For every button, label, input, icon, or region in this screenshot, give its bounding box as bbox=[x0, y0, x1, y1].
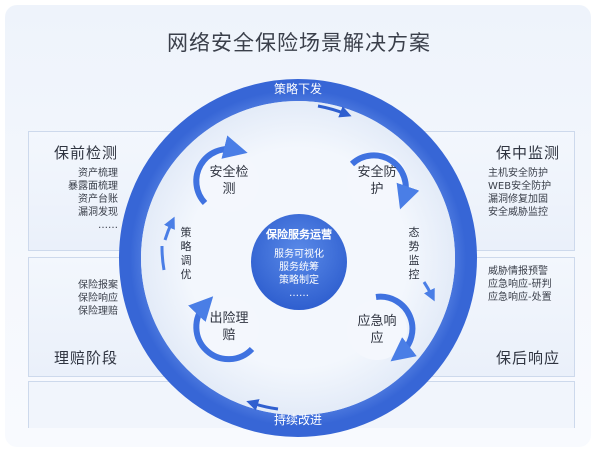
quadrant-title-post: 保后响应 bbox=[496, 349, 561, 367]
node-arc-protect bbox=[349, 152, 420, 210]
list-item: 资产梳理 bbox=[78, 168, 118, 179]
list-item: 威胁情报预警 bbox=[488, 266, 548, 277]
center-line: …… bbox=[289, 288, 309, 299]
quadrant-title-claims: 理赔阶段 bbox=[54, 349, 119, 367]
list-item: 主机安全防护 bbox=[488, 168, 548, 179]
node-label-protect: 安全防护 bbox=[357, 165, 397, 197]
node-circle-protect bbox=[347, 151, 407, 211]
center-line: 服务统筹 bbox=[279, 262, 319, 273]
list-item: …… bbox=[98, 220, 118, 231]
center-line: 策略制定 bbox=[279, 275, 319, 286]
center-line: 服务可视化 bbox=[274, 249, 324, 260]
list-pre-items: 资产梳理 暴露面梳理 资产台账 漏洞发现 …… bbox=[52, 167, 118, 232]
side-label-right: 态势监控 bbox=[408, 226, 420, 281]
list-item: 应急响应-处置 bbox=[488, 292, 552, 303]
list-item: 漏洞发现 bbox=[78, 207, 118, 218]
list-post-items: 威胁情报预警 应急响应-研判 应急响应-处置 bbox=[488, 265, 552, 304]
node-circle-detect bbox=[199, 152, 259, 212]
node-label-claims: 出险理赔 bbox=[209, 311, 249, 343]
page-title: 网络安全保险场景解决方案 bbox=[167, 31, 431, 55]
node-arc-claims bbox=[188, 296, 255, 363]
center-content: 保险服务运营 服务可视化 服务统筹 策略制定 …… bbox=[251, 216, 347, 310]
list-item: 资产台账 bbox=[78, 194, 118, 205]
quadrant-title-pre: 保前检测 bbox=[54, 144, 119, 162]
list-item: 暴露面梳理 bbox=[68, 181, 118, 192]
arrow-top-right bbox=[317, 104, 352, 118]
list-item: 漏洞修复加固 bbox=[488, 194, 548, 205]
center-circle bbox=[251, 214, 347, 310]
list-item: 应急响应-研判 bbox=[488, 279, 552, 290]
ring-label-bottom: 持续改进 bbox=[273, 413, 322, 427]
side-label-left: 策略调优 bbox=[180, 226, 192, 281]
list-item: 保险报案 bbox=[78, 280, 118, 291]
node-label-response: 应急响应 bbox=[357, 314, 397, 346]
arrow-left-side-tail bbox=[160, 245, 166, 271]
list-item: 安全威胁监控 bbox=[488, 207, 548, 218]
list-claims-items: 保险报案 保险响应 保险理赔 bbox=[52, 279, 118, 318]
node-arc-response bbox=[375, 293, 417, 362]
list-item: 保险响应 bbox=[78, 293, 118, 304]
arrow-bottom-left bbox=[246, 399, 279, 411]
node-label-detect: 安全检测 bbox=[209, 165, 249, 197]
ring-label-top: 策略下发 bbox=[273, 82, 322, 96]
arrow-right-side bbox=[422, 281, 435, 302]
center-title: 保险服务运营 bbox=[266, 228, 332, 241]
list-item: WEB安全防护 bbox=[488, 181, 552, 192]
quadrant-title-during: 保中监测 bbox=[496, 144, 561, 162]
list-item: 保险理赔 bbox=[78, 306, 118, 317]
list-during-items: 主机安全防护 WEB安全防护 漏洞修复加固 安全威胁监控 bbox=[488, 167, 551, 219]
node-circle-claims bbox=[199, 297, 259, 357]
outer-ring bbox=[119, 79, 477, 437]
arrow-left-side bbox=[163, 216, 175, 241]
node-arc-detect bbox=[193, 135, 248, 206]
